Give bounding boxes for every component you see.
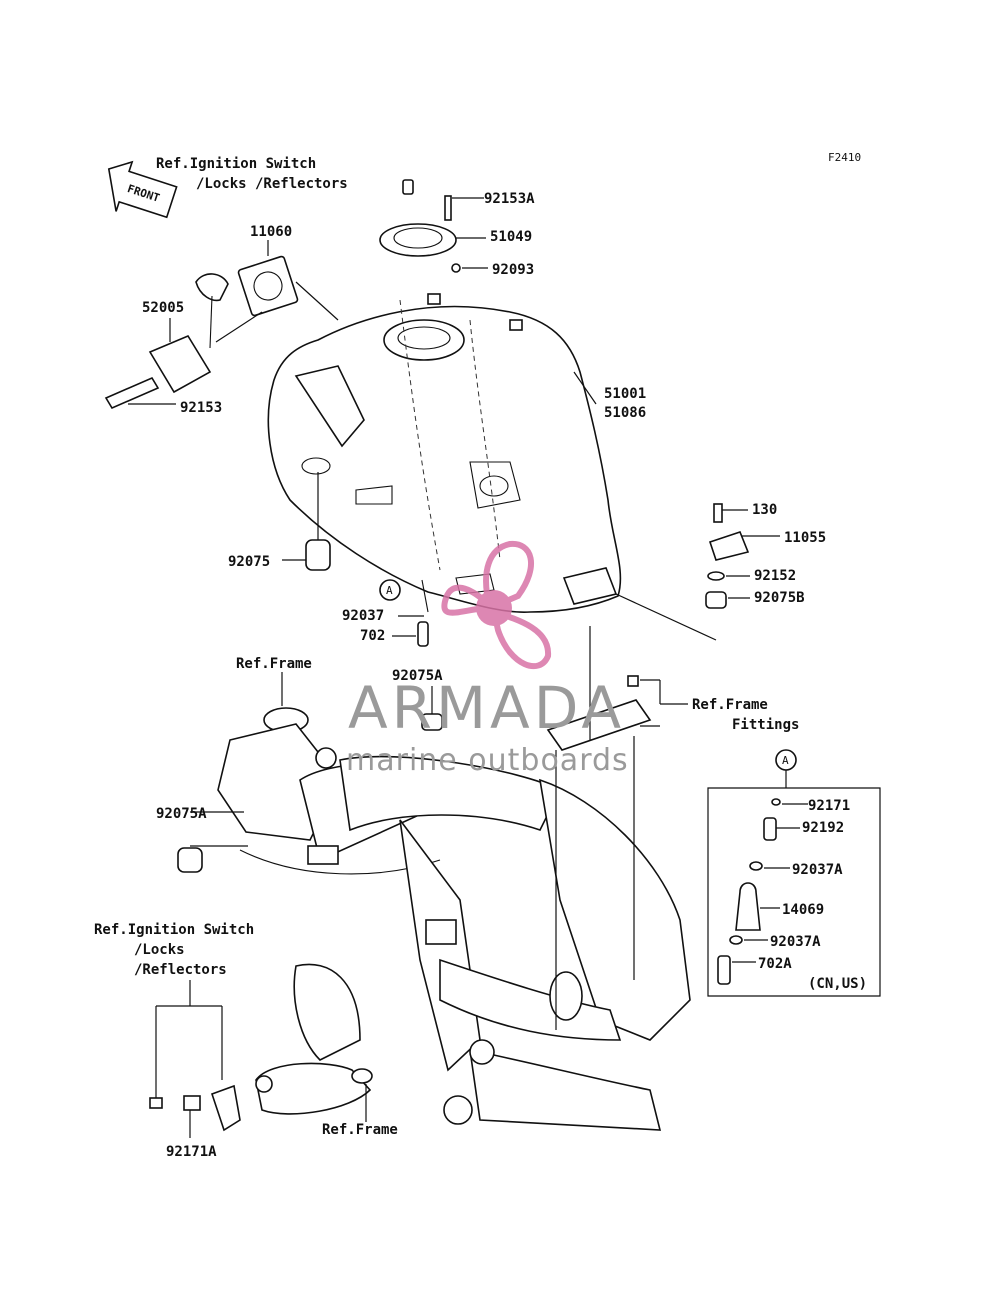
gasket-11060: [237, 255, 299, 317]
front-arrow-icon: FRONT: [107, 160, 178, 219]
callout-a-top: [379, 579, 401, 601]
label-92153A: 92153A: [484, 191, 535, 207]
fuel-cap-bolt-group: [379, 179, 461, 273]
inset-box: [707, 787, 881, 997]
watermark-tagline: marine outboards: [346, 743, 629, 778]
inset-label-4: 14069: [782, 902, 824, 918]
diagram-code: F2410: [828, 151, 861, 164]
label-11055: 11055: [784, 530, 826, 546]
label-51001: 51001: [604, 386, 646, 402]
ref-ignition-bottom-line3: /Reflectors: [134, 962, 227, 978]
ref-ignition-top-line2: /Locks /Reflectors: [196, 176, 348, 192]
inset-note: (CN,US): [808, 976, 867, 992]
ref-frame-fittings-line2: Fittings: [732, 717, 799, 733]
frame-fittings-bracket: [546, 675, 652, 751]
inset-label-5: 92037A: [770, 934, 821, 950]
label-92075B: 92075B: [754, 590, 805, 606]
ref-ignition-bottom-line1: Ref.Ignition Switch: [94, 922, 254, 938]
ref-frame-top: Ref.Frame: [236, 656, 312, 672]
label-92037: 92037: [342, 608, 384, 624]
svg-text:A: A: [782, 754, 789, 767]
label-130: 130: [752, 502, 777, 518]
svg-text:A: A: [386, 584, 393, 597]
fuel-cap-ring: [379, 223, 457, 257]
inset-label-6: 702A: [758, 956, 792, 972]
label-51086: 51086: [604, 405, 646, 421]
inset-label-1: 92171: [808, 798, 850, 814]
inset-label-2: 92192: [802, 820, 844, 836]
mount-parts-right: [705, 503, 750, 609]
label-92075A-left: 92075A: [156, 806, 207, 822]
label-92075: 92075: [228, 554, 270, 570]
ref-ignition-top-line1: Ref.Ignition Switch: [156, 156, 316, 172]
watermark-logo-icon: [441, 540, 552, 670]
label-92171A: 92171A: [166, 1144, 217, 1160]
lower-bracket: [149, 963, 373, 1132]
ref-frame-fittings-line1: Ref.Frame: [692, 697, 768, 713]
label-11060: 11060: [250, 224, 292, 240]
inset-label-3: 92037A: [792, 862, 843, 878]
ref-frame-bottom: Ref.Frame: [322, 1122, 398, 1138]
watermark-brand: ARMADA: [348, 674, 625, 742]
fuel-pump-52005: [104, 273, 229, 410]
hose-702: [417, 621, 429, 647]
ref-ignition-bottom-line2: /Locks: [134, 942, 185, 958]
label-51049: 51049: [490, 229, 532, 245]
label-92153: 92153: [180, 400, 222, 416]
label-92152: 92152: [754, 568, 796, 584]
label-702: 702: [360, 628, 385, 644]
fuel-tank: [267, 293, 622, 613]
inset-parts: [717, 798, 781, 985]
label-92075A-top: 92075A: [392, 668, 443, 684]
label-92093: 92093: [492, 262, 534, 278]
rubber-92075: [305, 539, 331, 571]
frame-illustration: [217, 707, 691, 1131]
label-52005: 52005: [142, 300, 184, 316]
